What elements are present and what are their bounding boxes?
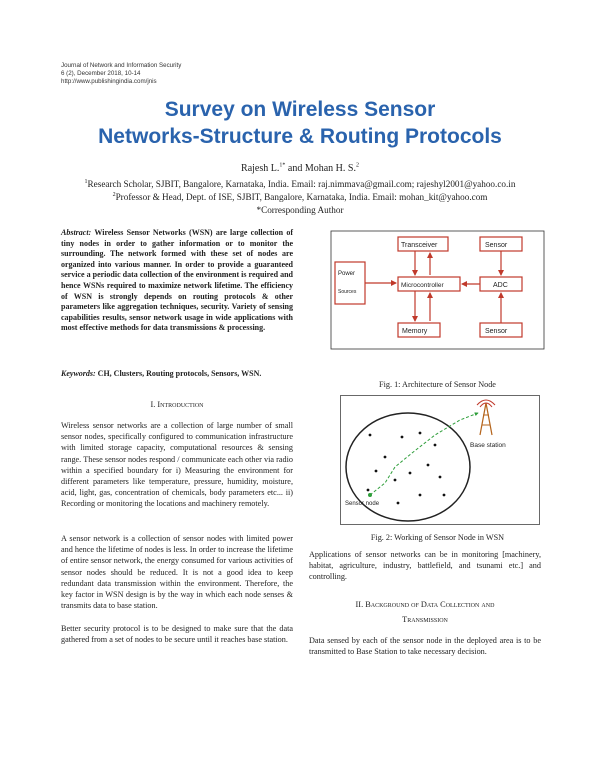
network-boundary xyxy=(345,412,471,522)
section-2-heading: II. Background of Data Collection and Tr… xyxy=(309,597,541,627)
affiliation-2: 2Professor & Head, Dept. of ISE, SJBIT, … xyxy=(30,191,570,203)
figure-1-caption: Fig. 1: Architecture of Sensor Node xyxy=(379,380,496,389)
sensor-top-label: Sensor xyxy=(485,242,508,249)
intro-paragraph-2: A sensor network is a collection of sens… xyxy=(61,534,293,611)
intro-paragraph-3: Better security protocol is to be design… xyxy=(61,624,293,645)
source-node xyxy=(368,493,372,497)
keywords-text: CH, Clusters, Routing protocols, Sensors… xyxy=(97,369,262,378)
abstract-text: Wireless Sensor Networks (WSN) are large… xyxy=(61,228,293,333)
corresponding-author: *Corresponding Author xyxy=(256,205,344,215)
journal-name: Journal of Network and Information Secur… xyxy=(61,62,182,69)
sensor-bottom-label: Sensor xyxy=(485,328,508,335)
data-path-arrow xyxy=(369,412,479,496)
affiliation-2-mark: 2 xyxy=(112,191,116,198)
background-paragraph: Data sensed by each of the sensor node i… xyxy=(309,636,541,657)
author-2: Mohan H. S. xyxy=(304,163,356,174)
affiliation-1-text: Research Scholar, SJBIT, Bangalore, Karn… xyxy=(87,179,516,189)
memory-box xyxy=(397,322,441,338)
intro-paragraph-1: Wireless sensor networks are a collectio… xyxy=(61,421,293,509)
power-label: Power xyxy=(338,271,355,277)
sensor-node-label: Sensor node xyxy=(345,501,380,507)
journal-header: Journal of Network and Information Secur… xyxy=(61,62,181,86)
author-and: and xyxy=(287,163,303,174)
title-line-1: Survey on Wireless Sensor xyxy=(164,98,436,121)
affiliation-1-mark: 1 xyxy=(84,178,88,185)
figure-2-caption: Fig. 2: Working of Sensor Node in WSN xyxy=(370,533,505,542)
affiliation-1: 1Research Scholar, SJBIT, Bangalore, Kar… xyxy=(30,178,570,190)
paper-title: Survey on Wireless Sensor Networks-Struc… xyxy=(40,96,560,150)
title-line-2: Networks-Structure & Routing Protocols xyxy=(98,125,502,148)
transceiver-label: Transceiver xyxy=(401,242,438,249)
figure-2-diagram: Base station Sensor node xyxy=(340,395,540,525)
section-2-heading-line-1: II. Background of Data Collection and xyxy=(355,600,495,609)
adc-label: ADC xyxy=(493,282,508,289)
abstract-label: Abstract: xyxy=(61,228,92,237)
author-line: Rajesh L.1* and Mohan H. S.2 xyxy=(40,163,560,174)
memory-label: Memory xyxy=(402,328,428,335)
section-2-heading-line-2: Transmission xyxy=(402,615,448,624)
author-1-mark: 1* xyxy=(279,162,286,169)
abstract: Abstract: Wireless Sensor Networks (WSN)… xyxy=(61,228,293,334)
power-box xyxy=(334,261,366,305)
author-2-mark: 2 xyxy=(355,162,359,169)
affiliation-2-text: Professor & Head, Dept. of ISE, SJBIT, B… xyxy=(115,192,488,202)
section-1-heading: I. Introduction xyxy=(150,400,204,409)
base-station-tower-icon xyxy=(476,399,496,436)
journal-issue: 6 (2), December 2018, 10-14 xyxy=(61,70,141,77)
applications-paragraph: Applications of sensor networks can be i… xyxy=(309,550,541,582)
microcontroller-label: Microcontroller xyxy=(401,282,444,289)
journal-url[interactable]: http://www.publishingindia.com/jnis xyxy=(61,78,157,85)
transceiver-box xyxy=(397,236,449,252)
figure-1-diagram: Transceiver Sensor Power Sources Microco… xyxy=(330,230,545,350)
keywords: Keywords: CH, Clusters, Routing protocol… xyxy=(61,369,293,378)
sensor-nodes xyxy=(366,431,446,505)
keywords-label: Keywords: xyxy=(61,369,96,378)
microcontroller-box xyxy=(397,276,461,292)
author-1: Rajesh L. xyxy=(241,163,280,174)
sources-label: Sources xyxy=(338,289,357,295)
base-station-label: Base station xyxy=(470,442,506,449)
